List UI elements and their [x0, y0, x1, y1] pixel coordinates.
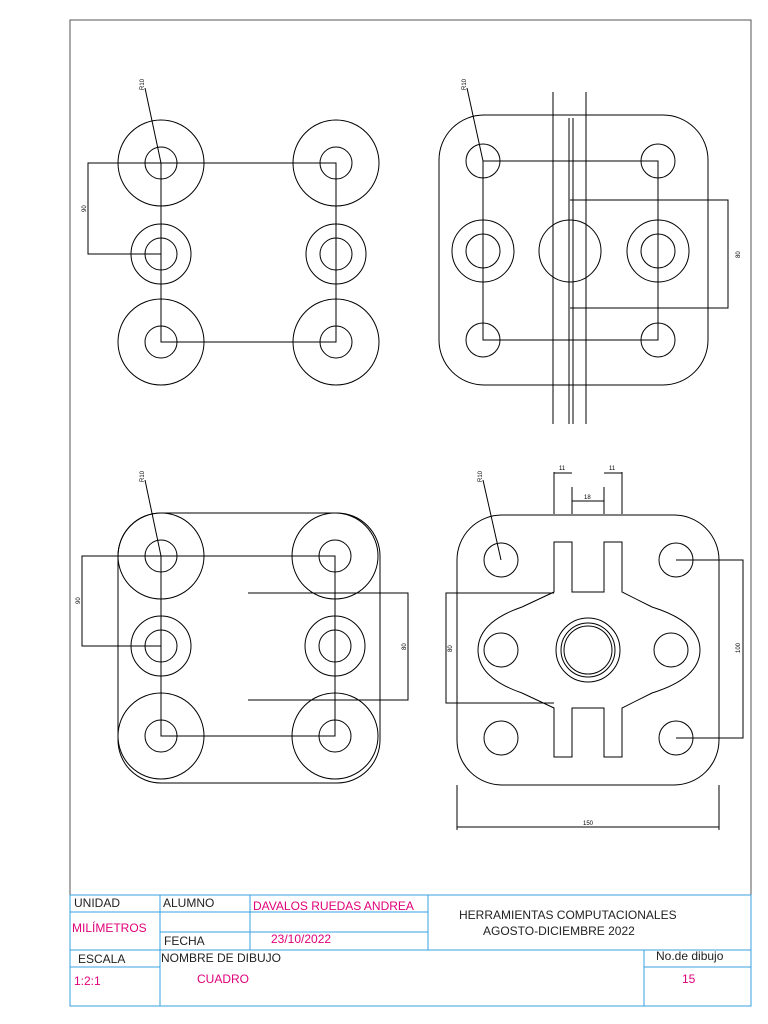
d4-bottom-label: 150 — [583, 821, 594, 827]
course-line-2: AGOSTO-DICIEMBRE 2022 — [483, 924, 635, 938]
d4-center-inner — [563, 625, 613, 675]
d1-center-rect — [160, 162, 337, 343]
d3-center-rect — [160, 555, 336, 737]
d4-top-left-label: 11 — [559, 466, 566, 472]
dimension-labels: R10 90 R10 80 R10 90 80 R10 11 11 18 80 … — [76, 78, 742, 827]
d1-radius-label: R10 — [140, 78, 146, 90]
d3-radius-leader — [144, 479, 162, 557]
d3-vert-right-label: 80 — [402, 643, 408, 650]
d3-outline — [117, 512, 381, 784]
escala-value: 1:2:1 — [74, 974, 101, 988]
d2-dim-lines — [570, 199, 729, 309]
d3-vert-left-label: 90 — [76, 597, 82, 604]
alumno-label: ALUMNO — [163, 896, 214, 910]
numero-value: 15 — [682, 972, 696, 986]
d4-top-right-label: 11 — [609, 466, 616, 472]
escala-label: ESCALA — [78, 952, 125, 966]
d1-radius-leader — [144, 87, 162, 164]
d4-vert-right-label: 100 — [736, 642, 742, 653]
drawing-3 — [81, 479, 409, 784]
d2-center-circle — [538, 219, 602, 283]
d3-dim-right — [248, 592, 409, 701]
d2-vert-label: 80 — [736, 251, 742, 258]
d4-hole-tl — [483, 542, 519, 578]
d4-plate — [456, 514, 720, 786]
d4-top-mid-label: 18 — [584, 495, 591, 501]
drawing-2 — [438, 87, 729, 424]
d4-vert-left-label: 80 — [448, 645, 454, 652]
unidad-value: MILÍMETROS — [72, 920, 147, 935]
d4-dim-right — [676, 559, 744, 739]
d4-radius-label: R10 — [478, 470, 484, 482]
drawing-4 — [445, 472, 744, 830]
d4-cross-cutout — [477, 541, 701, 758]
d4-hole-bl — [483, 720, 519, 756]
d1-dim-lines — [87, 162, 161, 255]
fecha-value: 23/10/2022 — [271, 932, 331, 946]
d2-radius-label: R10 — [462, 78, 468, 90]
alumno-value: DAVALOS RUEDAS ANDREA — [253, 899, 414, 913]
d2-radius-leader — [466, 87, 484, 162]
d4-center-outer — [555, 617, 621, 683]
d2-center-rect — [482, 160, 659, 341]
fecha-label: FECHA — [164, 934, 205, 948]
d1-vert-label: 90 — [82, 205, 88, 212]
title-block — [69, 894, 752, 1007]
title-block-text: UNIDAD MILÍMETROS ALUMNO DAVALOS RUEDAS … — [72, 896, 724, 988]
drawing-1 — [87, 87, 380, 386]
course-line-1: HERRAMIENTAS COMPUTACIONALES — [459, 908, 677, 922]
d4-center-mid — [560, 622, 616, 678]
d4-dim-left — [445, 592, 554, 704]
unidad-label: UNIDAD — [74, 896, 120, 910]
numero-label: No.de dibujo — [656, 949, 724, 963]
d3-dim-left — [81, 555, 161, 647]
nombre-label: NOMBRE DE DIBUJO — [161, 951, 281, 965]
d3-radius-label: R10 — [140, 470, 146, 482]
d4-hole-ml — [483, 632, 519, 668]
d4-hole-mr — [653, 632, 689, 668]
d4-radius-leader — [482, 479, 502, 561]
nombre-value: CUADRO — [197, 972, 249, 986]
